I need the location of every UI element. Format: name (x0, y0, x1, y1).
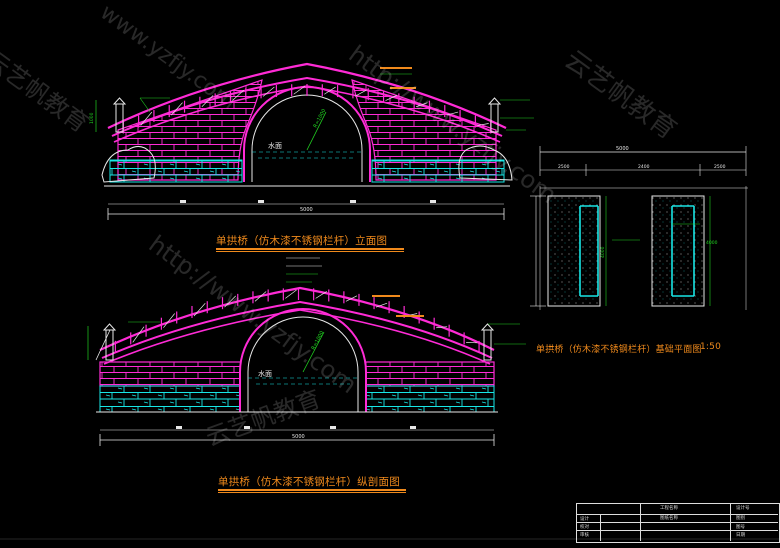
plan-title: 单拱桥（仿木漆不锈钢栏杆）基础平面图 (536, 342, 702, 355)
section-title-underline (218, 489, 406, 491)
plan-side-dim: 4000 (706, 240, 718, 246)
section-title: 单拱桥（仿木漆不锈钢栏杆）纵剖面图 (218, 474, 400, 489)
section-view: 水面 R=1000 5000 (88, 258, 526, 446)
section-magenta-band-right (364, 362, 494, 386)
plan-view: 5000 2500 2400 2500 4000 4000 (530, 146, 748, 310)
plan-scale: 1:50 (700, 342, 721, 352)
title-block-row-3: 审核 (580, 532, 589, 538)
title-block-right-4: 日期 (736, 532, 745, 538)
plan-overall-dim: 5000 (616, 146, 629, 152)
section-stone-base-left (100, 386, 246, 412)
plan-dim-2: 2400 (638, 164, 650, 170)
elevation-view: 水面 R=1000 5000 1000 (89, 64, 534, 220)
elevation-stone-base-left (110, 160, 242, 182)
plan-height-dim: 4000 (600, 246, 606, 258)
elevation-end-post-right (491, 104, 498, 132)
plan-foundation-right (652, 196, 704, 306)
elevation-total-dimension: 5000 (300, 207, 313, 213)
section-stone-base-right (364, 386, 494, 412)
title-block-right-1: 设计号 (736, 505, 750, 511)
plan-foundation-left (548, 196, 600, 306)
section-magenta-band-left (100, 362, 246, 386)
elevation-water-label: 水面 (268, 141, 282, 150)
elevation-title: 单拱桥（仿木漆不锈钢栏杆）立面图 (216, 233, 387, 248)
elevation-end-post-left (116, 104, 123, 132)
section-total-dimension: 5000 (292, 434, 305, 440)
elevation-post-height: 1000 (89, 112, 95, 124)
section-arch (240, 309, 366, 412)
plan-dim-1: 2500 (558, 164, 570, 170)
section-water-label: 水面 (258, 369, 272, 378)
title-block-row-1: 设计 (580, 516, 589, 522)
title-block-right-2: 图别 (736, 515, 745, 521)
elevation-arch (244, 87, 370, 182)
title-block-project: 工程名称 (660, 505, 678, 511)
title-block-row-2: 校对 (580, 524, 589, 530)
elevation-title-underline (216, 248, 404, 250)
railing-infill (194, 303, 205, 316)
title-block-right-3: 图号 (736, 524, 745, 530)
title-block-drawing: 图纸名称 (660, 515, 678, 521)
plan-dim-3: 2500 (714, 164, 726, 170)
